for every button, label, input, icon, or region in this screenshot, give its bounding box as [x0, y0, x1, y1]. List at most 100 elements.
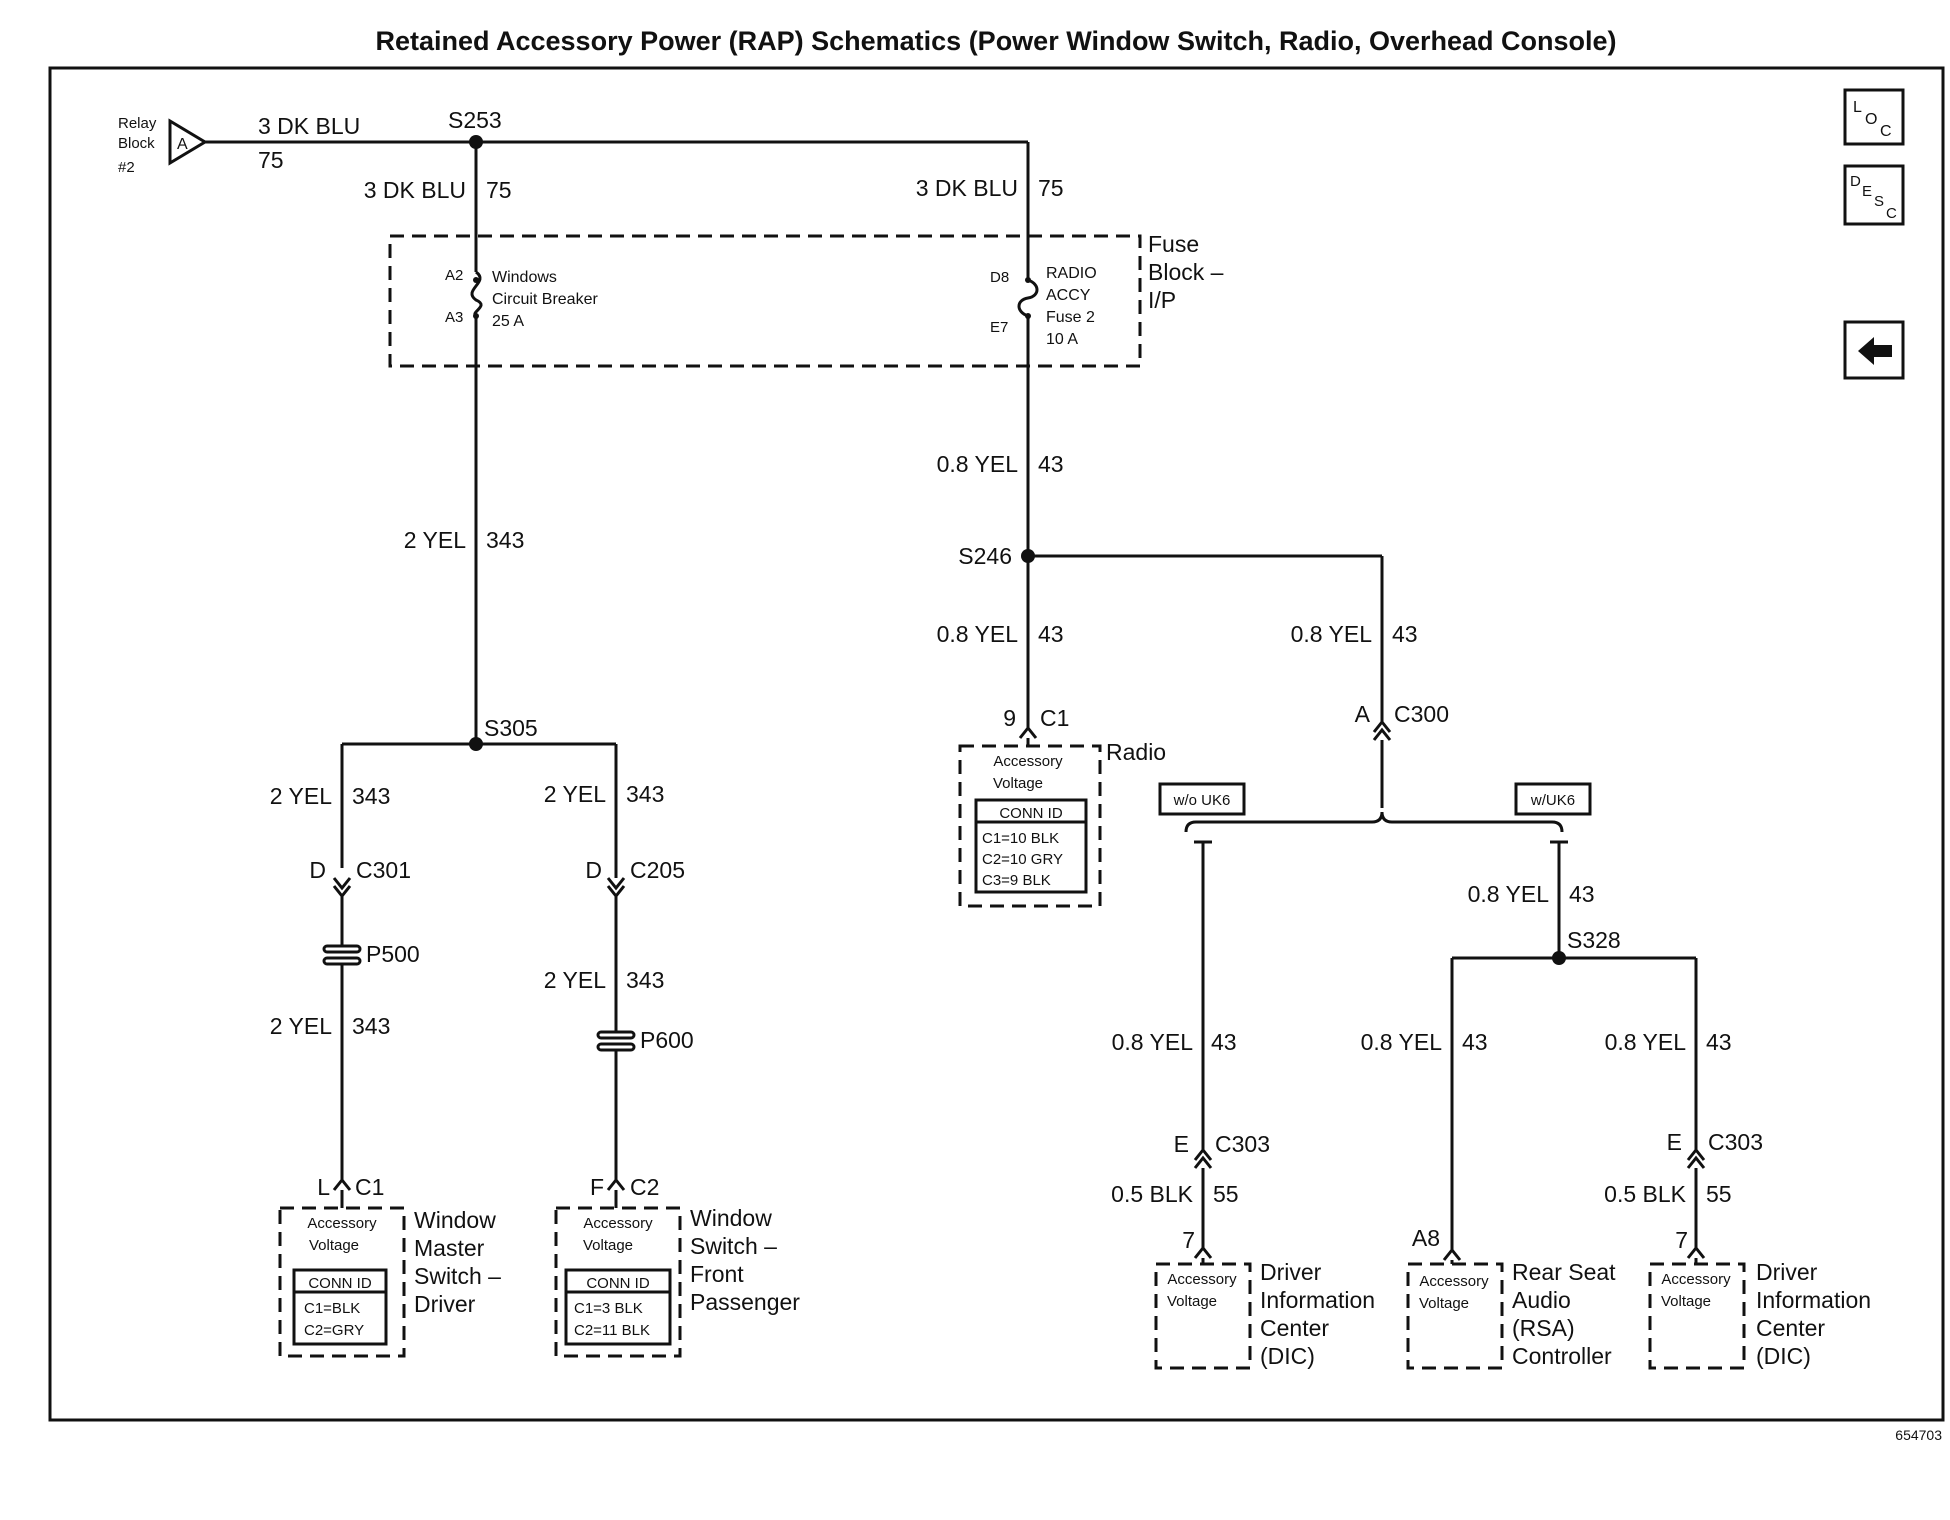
wire-color: 0.8 YEL: [937, 451, 1019, 477]
connector-pin: A: [1355, 701, 1371, 727]
wire-circuit: 43: [1569, 881, 1595, 907]
conn-id-header: CONN ID: [999, 805, 1063, 822]
conn-id-row: C3=9 BLK: [982, 872, 1051, 889]
wire-circuit: 343: [352, 783, 390, 809]
connector-c2-passenger: C2: [630, 1174, 659, 1200]
back-button[interactable]: [1843, 320, 1905, 380]
wire-circuit: 343: [626, 967, 664, 993]
component-name: (RSA): [1512, 1315, 1575, 1341]
splice-s246: S246: [958, 543, 1012, 569]
voltage-label: Voltage: [309, 1237, 359, 1254]
component-name: Switch –: [414, 1263, 501, 1289]
wire-color: 0.8 YEL: [1112, 1029, 1194, 1055]
accessory-label: Accessory: [993, 753, 1063, 770]
component-name: Driver: [1756, 1259, 1818, 1285]
pin-label: E7: [990, 319, 1008, 336]
relay-label: Block: [118, 135, 155, 152]
splice-s253-dot: [469, 135, 483, 149]
wire-circuit: 55: [1706, 1181, 1732, 1207]
wire-color: 0.5 BLK: [1111, 1181, 1193, 1207]
component-name: Switch –: [690, 1233, 777, 1259]
connector-p600: P600: [640, 1027, 694, 1053]
connector-c303-left: C303: [1215, 1131, 1270, 1157]
diagram-frame: [48, 66, 1945, 1422]
connector-pin: D: [309, 857, 326, 883]
connector-c300-symbol: [1372, 719, 1392, 741]
loc-button[interactable]: L O C: [1843, 88, 1905, 146]
component-name: (DIC): [1260, 1343, 1315, 1369]
relay-terminal-arrow: [168, 118, 208, 166]
component-name: Center: [1756, 1315, 1825, 1341]
breaker-label: Circuit Breaker: [492, 291, 598, 308]
component-name: Driver: [1260, 1259, 1322, 1285]
desc-letter: D: [1850, 173, 1861, 190]
connector-pin: 7: [1675, 1227, 1688, 1253]
wire-color: 0.8 YEL: [1361, 1029, 1443, 1055]
wire-color: 2 YEL: [404, 527, 466, 553]
wire-circuit: 43: [1038, 451, 1064, 477]
connector-c303-right-symbol: [1686, 1147, 1706, 1169]
wire-circuit: 43: [1462, 1029, 1488, 1055]
fuse-block-label: I/P: [1148, 287, 1176, 313]
fuse-label: 10 A: [1046, 331, 1078, 348]
wire-color: 3 DK BLU: [364, 177, 466, 203]
circuit-breaker-symbol: [470, 270, 483, 318]
radio: Accessory Voltage CONN ID C1=10 BLK C2=1…: [958, 744, 1102, 908]
wire-color: 2 YEL: [270, 1013, 332, 1039]
wire-color: 0.8 YEL: [937, 621, 1019, 647]
option-bracket: [1184, 811, 1564, 833]
connector-c301-symbol: [332, 877, 352, 899]
fuse-block-outline: [388, 234, 1142, 368]
pin-label: A3: [445, 309, 463, 326]
voltage-label: Voltage: [1167, 1293, 1217, 1310]
connector-c205-symbol: [606, 877, 626, 899]
desc-button[interactable]: D E S C: [1843, 164, 1905, 226]
wire-color: 2 YEL: [270, 783, 332, 809]
wire-color: 0.8 YEL: [1291, 621, 1373, 647]
connector-pin: D: [585, 857, 602, 883]
conn-id-header: CONN ID: [308, 1275, 372, 1292]
splice-s253: S253: [448, 107, 502, 133]
accessory-label: Accessory: [1419, 1273, 1489, 1290]
connector-c1-driver: C1: [355, 1174, 384, 1200]
fuse-block-label: Fuse: [1148, 231, 1199, 257]
component-name: Audio: [1512, 1287, 1571, 1313]
wire-color: 2 YEL: [544, 967, 606, 993]
component-name: Front: [690, 1261, 744, 1287]
connector-pin: F: [590, 1174, 604, 1200]
left-arrow-icon: [1858, 337, 1892, 365]
relay-label: Relay: [118, 115, 157, 132]
fuse-block-label: Block –: [1148, 259, 1224, 285]
connector-pin: E: [1174, 1131, 1189, 1157]
desc-letter: S: [1874, 193, 1884, 210]
conn-id-row: C2=10 GRY: [982, 851, 1063, 868]
diagram-title: Retained Accessory Power (RAP) Schematic…: [375, 26, 1616, 56]
window-switch-front-passenger: Accessory Voltage CONN ID C1=3 BLK C2=11…: [554, 1206, 682, 1358]
connector-c300: C300: [1394, 701, 1449, 727]
connector-c303-left-symbol: [1193, 1147, 1213, 1169]
breaker-label: Windows: [492, 269, 557, 286]
connector-c301: C301: [356, 857, 411, 883]
component-name-radio: Radio: [1106, 739, 1166, 765]
conn-id-box: [974, 798, 1088, 894]
component-name: Controller: [1512, 1343, 1612, 1369]
connector-pin: 7: [1182, 1227, 1195, 1253]
conn-id-row: C1=BLK: [304, 1300, 360, 1317]
wire-color: 3 DK BLU: [258, 113, 360, 139]
component-name: Passenger: [690, 1289, 800, 1315]
fuse-block: Fuse Block – I/P A2 A3 Windows Circuit B…: [388, 231, 1224, 368]
conn-id-header: CONN ID: [586, 1275, 650, 1292]
wire-circuit: 55: [1213, 1181, 1239, 1207]
window-master-switch-driver: Accessory Voltage CONN ID C1=BLK C2=GRY: [278, 1206, 406, 1358]
fuse-label: RADIO: [1046, 265, 1097, 282]
component-name: Master: [414, 1235, 485, 1261]
component-name: Information: [1756, 1287, 1871, 1313]
option-box-without-uk6: [1158, 782, 1246, 816]
connector-p500: P500: [366, 941, 420, 967]
conn-id-box: [564, 1268, 672, 1346]
wire-color: 0.8 YEL: [1468, 881, 1550, 907]
conn-id-row: C1=10 BLK: [982, 830, 1059, 847]
component-name: Information: [1260, 1287, 1375, 1313]
conn-id-row: C2=GRY: [304, 1322, 364, 1339]
